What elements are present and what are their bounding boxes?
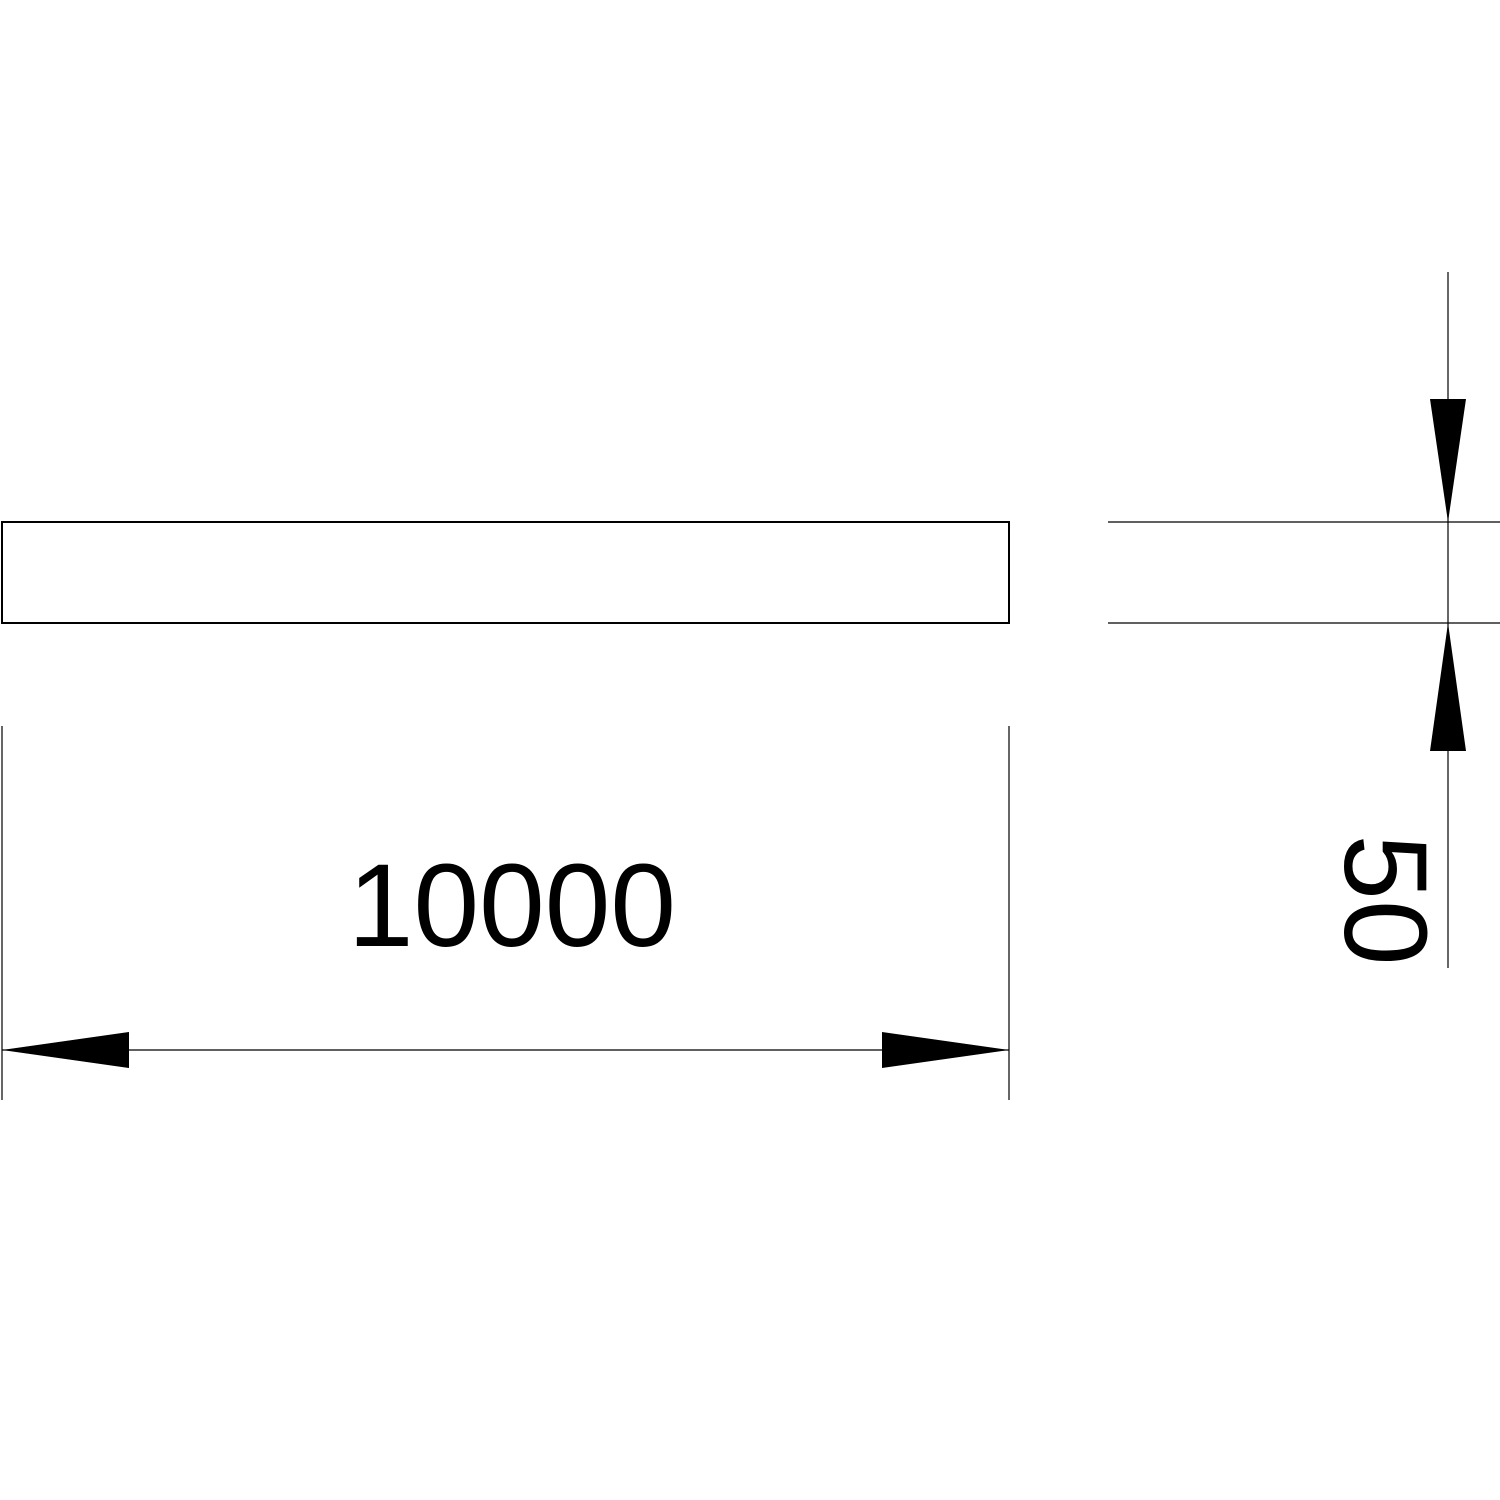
profile-rectangle [1,521,1010,624]
arrow-down-icon [1430,399,1466,522]
arrow-left-icon [2,1032,129,1068]
height-label: 50 [1319,834,1451,965]
length-label: 10000 [348,840,676,972]
length-dimension: 10000 [1,726,1010,1100]
arrow-right-icon [882,1032,1009,1068]
arrow-up-icon [1430,623,1466,751]
height-dimension: 50 [1108,272,1500,968]
